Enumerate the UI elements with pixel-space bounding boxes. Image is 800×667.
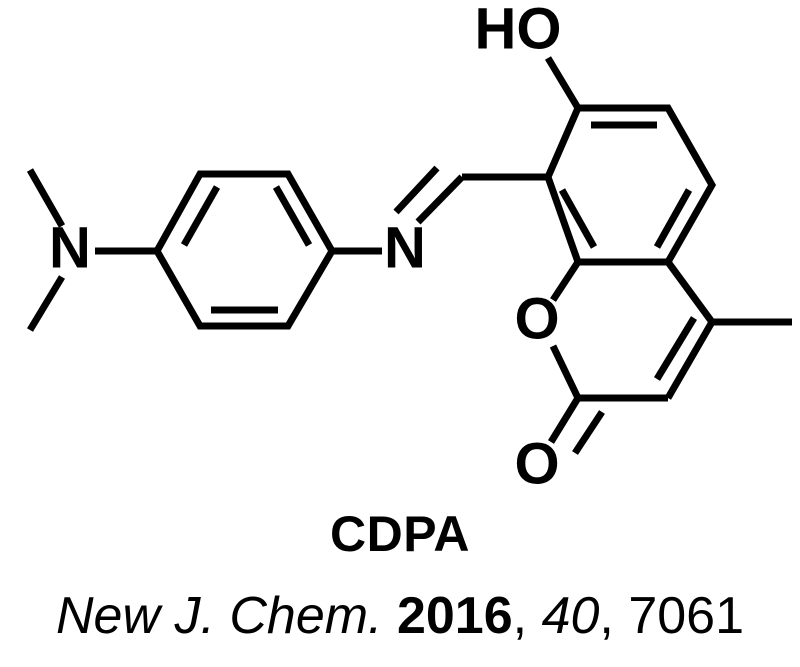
double-bond-inner-c1c2 [180,185,221,247]
double-bond-inner-c3c4-pyranone [654,316,697,381]
citation-comma-2: , [599,587,629,645]
citation-space-1 [383,587,397,645]
bond-c7-to-hydroxyl [544,56,582,110]
bond-c3-to-c4 [664,320,716,400]
benzene-ring-outline-coumarin [544,104,717,266]
ring-oxygen-label: O [514,286,559,351]
bond-carbonyl-b [572,410,605,455]
compound-name-caption: CDPA [330,506,470,562]
citation-volume: 40 [541,587,600,645]
double-bond-inner-c3c4 [272,185,313,247]
citation-year: 2016 [396,587,513,645]
double-bond-inner-c8c8a [558,188,598,249]
bond-carbonyl-a [548,396,581,444]
bond-c4-to-c4a [665,259,715,325]
imine-linkage [332,165,548,255]
citation-pages: 7061 [628,587,744,645]
imine-nitrogen-label: N [384,215,426,280]
carbonyl-oxygen-label: O [514,431,559,496]
citation-journal: New J. Chem. [55,587,383,645]
bond-cn-double-b [393,165,440,215]
bond-nme-upper [26,168,66,228]
bond-cn-double-a [415,174,465,225]
benzene-ring-outline-aniline [152,170,337,330]
double-bond-inner-c5c4a [653,188,693,249]
aniline-benzene-ring [152,170,337,330]
bond-nme-lower [27,275,65,332]
bond-c8a-to-ring-o [550,260,581,302]
dimethylamino-group [26,168,157,332]
amine-nitrogen-label: N [49,215,91,280]
pyranone-lactone-ring [548,259,792,455]
citation-caption: New J. Chem. 2016, 40, 7061 [0,585,800,647]
coumarin-benzene-ring [544,56,717,266]
bond-ring-o-to-c2 [549,344,582,400]
citation-comma-1: , [512,587,542,645]
hydroxyl-label: HO [475,0,562,61]
